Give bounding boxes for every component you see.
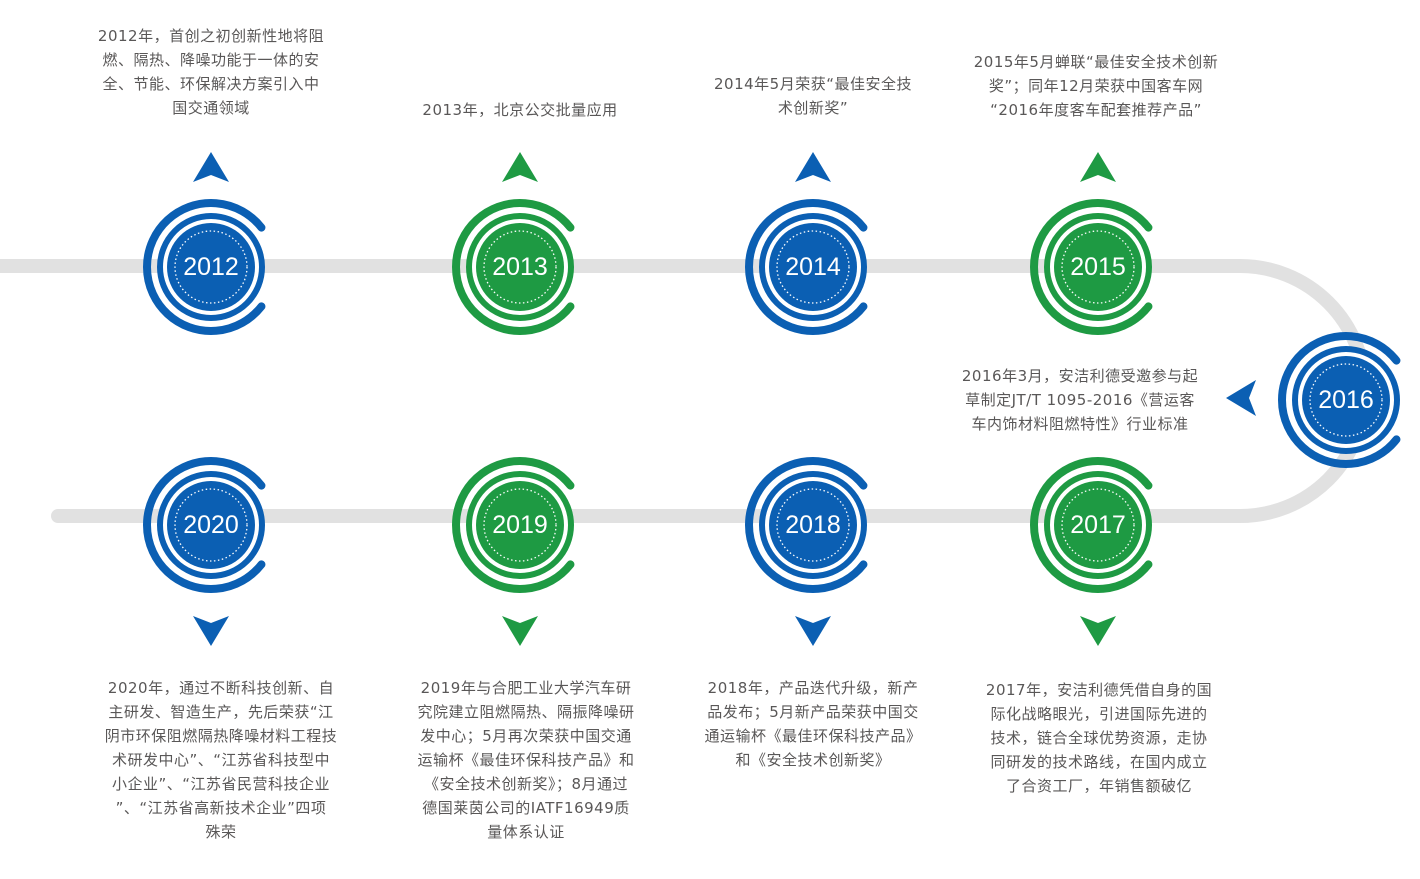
outer-ring-arc	[143, 199, 266, 335]
arrow-shape	[502, 616, 538, 646]
dotted-ring	[776, 230, 850, 304]
milestone-node-2019: 2019	[450, 455, 590, 595]
milestone-year: 2018	[785, 510, 841, 539]
milestone-year: 2015	[1070, 252, 1126, 281]
dotted-ring	[1061, 230, 1135, 304]
milestone-ring-icon	[1278, 332, 1401, 468]
arrow-down-icon	[1080, 616, 1116, 646]
outer-ring-arc	[1278, 332, 1401, 468]
outer-ring-arc	[452, 199, 575, 335]
milestone-year: 2013	[492, 252, 548, 281]
inner-disc	[769, 481, 857, 569]
arrow-shape	[193, 152, 229, 182]
inner-disc	[167, 481, 255, 569]
dotted-ring	[776, 488, 850, 562]
arrow-down-icon	[795, 616, 831, 646]
milestone-ring-icon	[745, 457, 868, 593]
milestone-year: 2014	[785, 252, 841, 281]
milestone-node-2020: 2020	[141, 455, 281, 595]
arrow-up-icon	[1080, 152, 1116, 182]
milestone-year: 2017	[1070, 510, 1126, 539]
milestone-node-2012: 2012	[141, 197, 281, 337]
arrow-up-icon	[502, 152, 538, 182]
inner-disc	[1302, 356, 1390, 444]
inner-disc	[476, 223, 564, 311]
milestone-description-2014: 2014年5月荣获“最佳安全技 术创新奖”	[714, 75, 912, 117]
milestone-node-2017: 2017	[1028, 455, 1168, 595]
milestone-ring-icon	[452, 199, 575, 335]
milestone-year: 2012	[183, 252, 239, 281]
arrow-down-icon	[193, 616, 229, 646]
milestone-description-2015: 2015年5月蝉联“最佳安全技术创新 奖”；同年12月荣获中国客车网 “2016…	[973, 53, 1219, 119]
outer-ring-arc	[452, 457, 575, 593]
milestone-node-2013: 2013	[450, 197, 590, 337]
milestone-node-2014: 2014	[743, 197, 883, 337]
arrow-shape	[795, 616, 831, 646]
outer-ring-arc	[1030, 457, 1153, 593]
dotted-ring	[174, 488, 248, 562]
milestone-description-2019: 2019年与合肥工业大学汽车研 究院建立阻燃隔热、隔振降噪研 发中心；5月再次荣…	[417, 679, 635, 841]
inner-disc	[476, 481, 564, 569]
arrow-shape	[1226, 380, 1256, 416]
dotted-ring	[483, 230, 557, 304]
outer-ring-arc	[143, 457, 266, 593]
outer-ring-arc	[745, 457, 868, 593]
milestone-ring-icon	[143, 199, 266, 335]
outer-ring-arc	[1030, 199, 1153, 335]
dotted-ring	[1061, 488, 1135, 562]
dotted-ring	[1309, 363, 1383, 437]
milestone-year: 2016	[1318, 385, 1374, 414]
milestone-node-2018: 2018	[743, 455, 883, 595]
milestone-year: 2019	[492, 510, 548, 539]
arrow-shape	[193, 616, 229, 646]
milestone-ring-icon	[1030, 457, 1153, 593]
arrow-shape	[1080, 616, 1116, 646]
dotted-ring	[483, 488, 557, 562]
arrow-up-icon	[193, 152, 229, 182]
outer-ring-arc	[745, 199, 868, 335]
milestone-description-2020: 2020年，通过不断科技创新、自 主研发、智造生产，先后荣获“江 阴市环保阻燃隔…	[104, 679, 338, 841]
milestone-description-2012: 2012年，首创之初创新性地将阻 燃、隔热、降噪功能于一体的安 全、节能、环保解…	[97, 27, 325, 117]
milestone-ring-icon	[143, 457, 266, 593]
arrow-left-icon	[1226, 380, 1256, 416]
inner-disc	[769, 223, 857, 311]
milestone-ring-icon	[452, 457, 575, 593]
arrow-shape	[1080, 152, 1116, 182]
milestone-description-2018: 2018年，产品迭代升级，新产 品发布；5月新产品荣获中国交 通运输杯《最佳环保…	[704, 679, 922, 769]
milestone-description-2017: 2017年，安洁利德凭借自身的国 际化战略眼光，引进国际先进的 技术，链合全球优…	[985, 681, 1213, 795]
milestone-ring-icon	[1030, 199, 1153, 335]
milestone-year: 2020	[183, 510, 239, 539]
arrow-down-icon	[502, 616, 538, 646]
inner-disc	[1054, 481, 1142, 569]
milestone-node-2015: 2015	[1028, 197, 1168, 337]
inner-disc	[1054, 223, 1142, 311]
milestone-description-2016: 2016年3月，安洁利德受邀参与起 草制定JT/T 1095-2016《营运客 …	[961, 367, 1199, 433]
milestone-description-2013: 2013年，北京公交批量应用	[422, 101, 618, 119]
arrow-shape	[502, 152, 538, 182]
inner-disc	[167, 223, 255, 311]
dotted-ring	[174, 230, 248, 304]
arrow-shape	[795, 152, 831, 182]
milestone-node-2016: 2016	[1276, 330, 1416, 470]
milestone-ring-icon	[745, 199, 868, 335]
arrow-up-icon	[795, 152, 831, 182]
